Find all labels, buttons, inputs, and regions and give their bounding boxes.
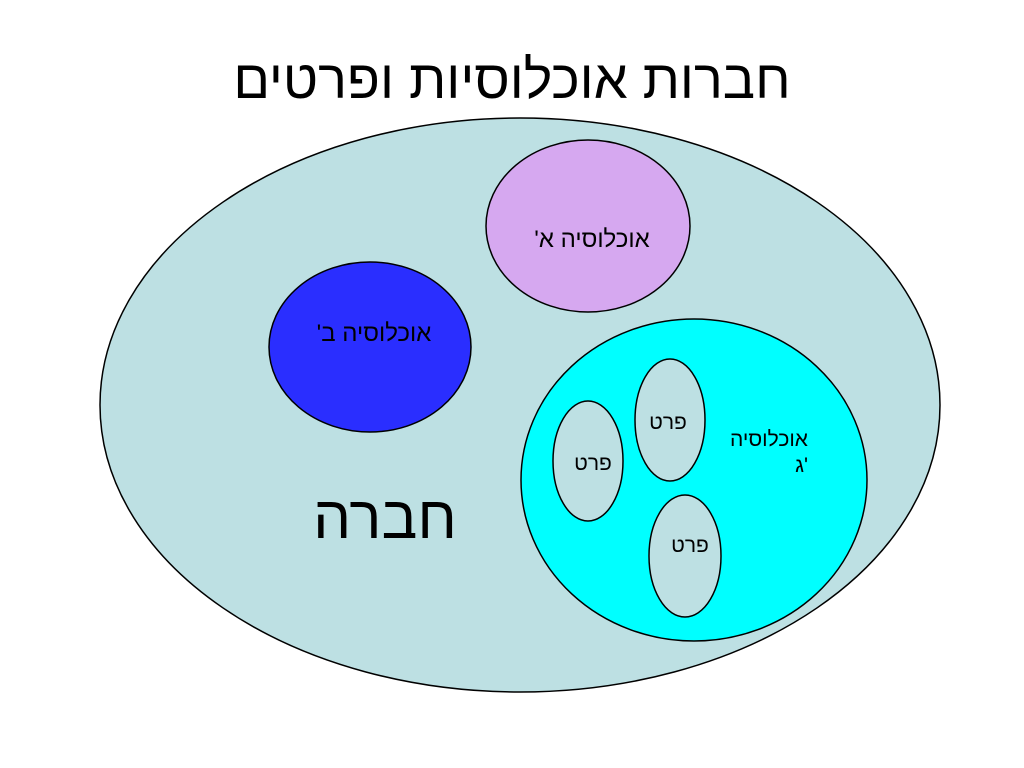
population-a-ellipse [485, 139, 691, 313]
population-c-label-line2: ג' [795, 454, 808, 477]
population-b-label: אוכלוסיה ב' [317, 320, 432, 347]
population-b-ellipse [268, 261, 472, 433]
population-c-label-line1: אוכלוסיה [730, 428, 808, 451]
population-c-ellipse [520, 318, 868, 642]
page-title: חברות אוכלוסיות ופרטים [233, 50, 791, 110]
individual-3-ellipse [648, 494, 722, 618]
individual-2-ellipse [552, 400, 624, 522]
individual-3-label: פרט [671, 534, 709, 557]
population-a-label: אוכלוסיה א' [534, 226, 649, 253]
individual-1-label: פרט [649, 411, 687, 434]
individual-2-label: פרט [574, 452, 612, 475]
individual-1-ellipse [634, 358, 706, 482]
society-label: חברה [313, 484, 457, 551]
